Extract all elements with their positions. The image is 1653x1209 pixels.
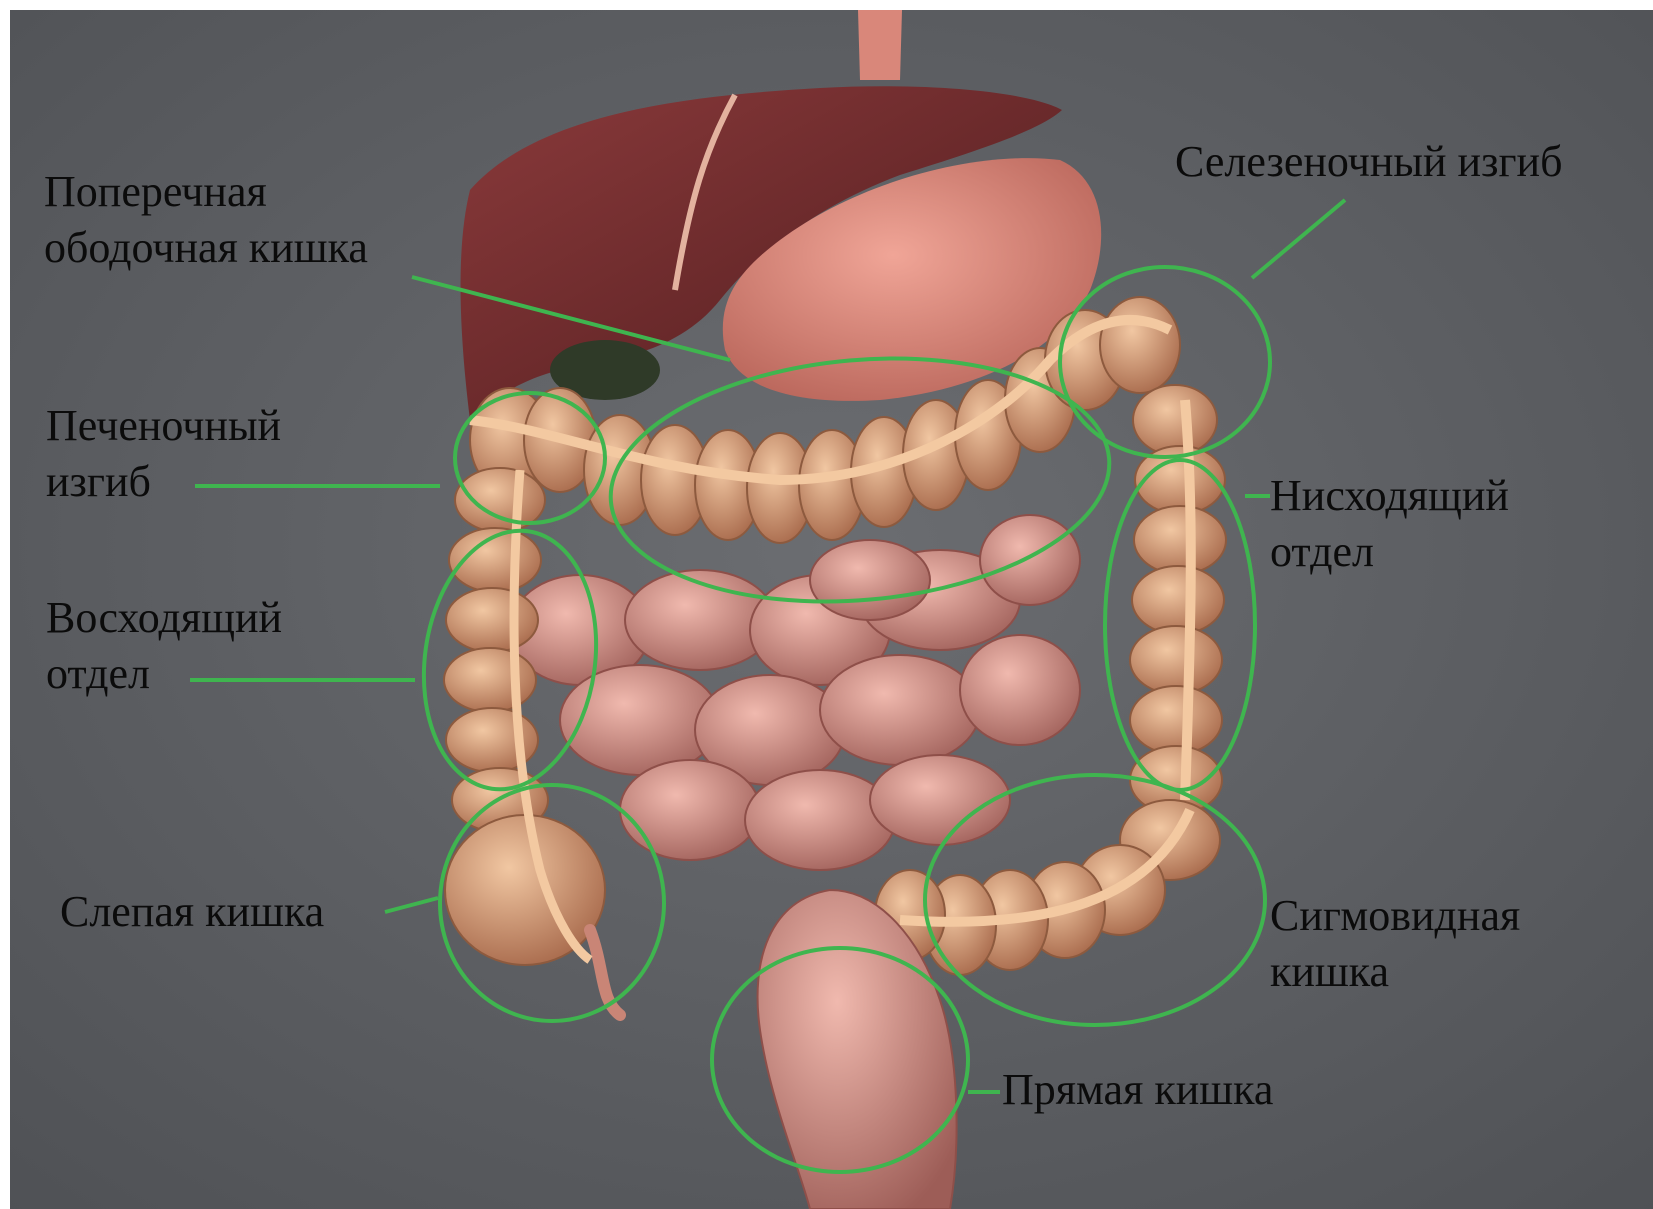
label-sigmoid-colon-line2: кишка [1270, 944, 1520, 1000]
label-transverse-colon: Поперечная ободочная кишка [44, 164, 368, 276]
label-sigmoid-colon-line1: Сигмовидная [1270, 888, 1520, 944]
esophagus [858, 10, 902, 80]
label-splenic-flexure: Селезеночный изгиб [1175, 134, 1562, 190]
label-hepatic-flexure-line2: изгиб [46, 454, 281, 510]
label-transverse-colon-line1: Поперечная [44, 164, 368, 220]
label-cecum: Слепая кишка [60, 884, 324, 940]
label-descending-colon-line1: Нисходящий [1270, 468, 1509, 524]
label-splenic-flexure-line1: Селезеночный изгиб [1175, 134, 1562, 190]
label-hepatic-flexure-line1: Печеночный [46, 398, 281, 454]
label-transverse-colon-line2: ободочная кишка [44, 220, 368, 276]
label-rectum-line1: Прямая кишка [1002, 1062, 1273, 1118]
label-sigmoid-colon: Сигмовидная кишка [1270, 888, 1520, 1000]
label-descending-colon: Нисходящий отдел [1270, 468, 1509, 580]
cecum [445, 815, 605, 965]
label-ascending-colon-line2: отдел [46, 646, 282, 702]
label-ascending-colon: Восходящий отдел [46, 590, 282, 702]
label-cecum-line1: Слепая кишка [60, 884, 324, 940]
label-descending-colon-line2: отдел [1270, 524, 1509, 580]
label-ascending-colon-line1: Восходящий [46, 590, 282, 646]
label-hepatic-flexure: Печеночный изгиб [46, 398, 281, 510]
label-rectum: Прямая кишка [1002, 1062, 1273, 1118]
